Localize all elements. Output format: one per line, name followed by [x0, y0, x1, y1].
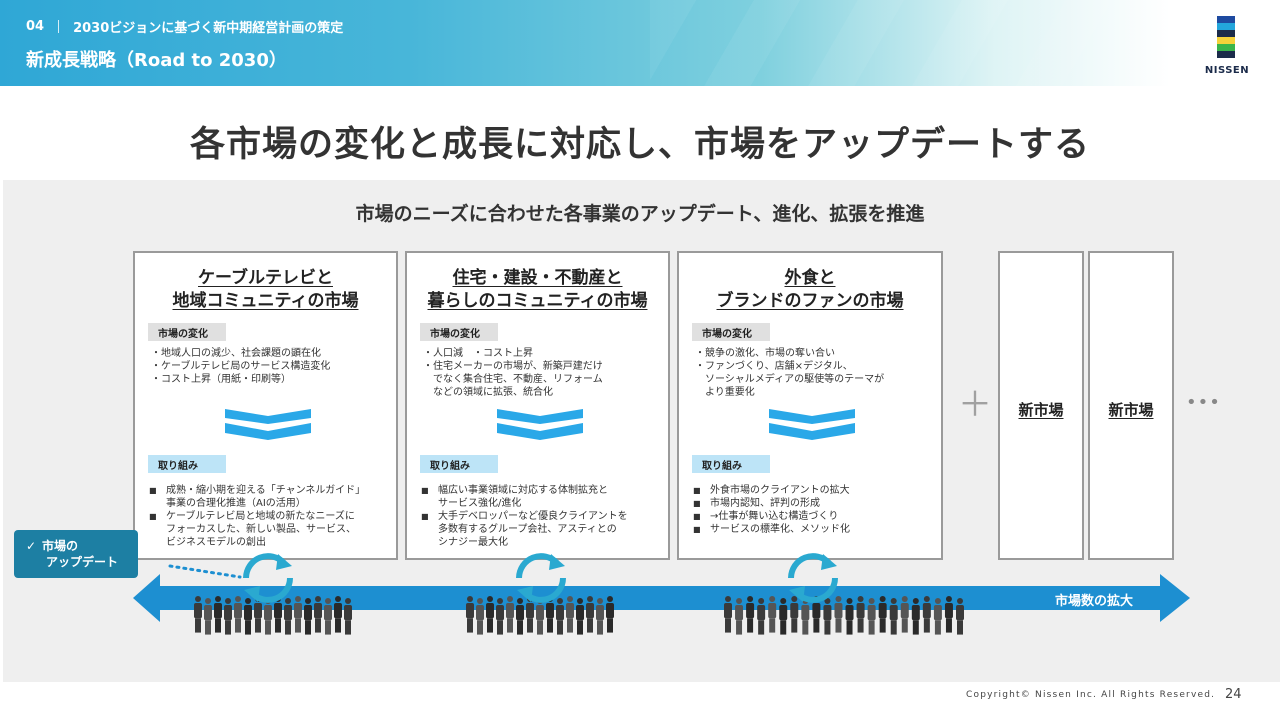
bullet-icon: ■ [693, 512, 701, 521]
ellipsis-icon: ••• [1186, 392, 1221, 413]
market-change-label: 市場の変化 [692, 323, 770, 341]
effort-item: ■ 大手デベロッパーなど優良クライアントを 多数有するグループ会社、アスティとの … [421, 510, 628, 549]
market-change-label: 市場の変化 [148, 323, 226, 341]
chevron-down-icon [769, 409, 855, 440]
new-market-label: 新市場 [1018, 401, 1064, 419]
effort-item: ■ 成熟・縮小期を迎える「チャンネルガイド」 事業の合理化推進（AIの活用） [149, 484, 365, 510]
card-title: 住宅・建設・不動産と 暮らしのコミュニティの市場 [407, 267, 668, 313]
plus-icon: ＋ [958, 385, 992, 425]
badge-line: 市場の [42, 539, 79, 553]
effort-text: 外食市場のクライアントの拡大 [710, 485, 850, 496]
effort-item: ■ 幅広い事業領域に対応する体制拡充と サービス強化/進化 [421, 484, 628, 510]
effort-item: ■ 外食市場のクライアントの拡大 [693, 484, 850, 497]
logo-wordmark: NISSEN [1204, 65, 1250, 76]
effort-list: ■ 外食市場のクライアントの拡大 ■ 市場内認知、評判の形成 ■ →仕事が舞い込む構造… [693, 484, 850, 536]
card-title-line: 暮らしのコミュニティの市場 [427, 291, 648, 311]
section-title: 2030ビジョンに基づく新中期経営計画の策定 [73, 21, 344, 36]
logo-bar [1217, 16, 1235, 23]
arrow-label: 市場数の拡大 [1055, 594, 1134, 609]
page-title: 新成長戦略（Road to 2030） [26, 50, 287, 71]
card-title-line: 住宅・建設・不動産と [452, 268, 623, 288]
market-card-housing: 住宅・建設・不動産と 暮らしのコミュニティの市場 市場の変化 ・人口減 ・コスト… [405, 251, 670, 560]
logo-bar [1217, 44, 1235, 51]
bullet-icon: ■ [149, 486, 157, 495]
market-update-badge: ✓ 市場の アップデート [14, 530, 138, 578]
chevron-down-icon [497, 409, 583, 440]
card-title: 外食と ブランドのファンの市場 [679, 267, 941, 313]
effort-text: →仕事が舞い込む構造づくり [710, 511, 839, 522]
nissen-logo: NISSEN [1202, 16, 1252, 88]
section-heading: 04 2030ビジョンに基づく新中期経営計画の策定 [26, 17, 343, 36]
effort-list: ■ 成熟・縮小期を迎える「チャンネルガイド」 事業の合理化推進（AIの活用） ■ ケ… [149, 484, 365, 549]
effort-list: ■ 幅広い事業領域に対応する体制拡充と サービス強化/進化 ■ 大手デベロッパーなど… [421, 484, 628, 549]
bullet-icon: ■ [421, 512, 429, 521]
effort-label: 取り組み [420, 455, 498, 473]
badge-line: アップデート [46, 555, 119, 569]
effort-label: 取り組み [148, 455, 226, 473]
bullet-icon: ■ [421, 486, 429, 495]
logo-bar [1217, 23, 1235, 30]
effort-item: ■ サービスの標準化、メソッド化 [693, 523, 850, 536]
market-change-list: ・競争の激化、市場の奪い合い ・ファンづくり、店舗×デジタル、 ソーシャルメディ… [695, 348, 885, 398]
section-divider [58, 20, 60, 33]
market-change-list: ・地域人口の減少、社会課題の顕在化 ・ケーブルテレビ局のサービス構造変化 ・コス… [151, 348, 331, 385]
card-title-line: ケーブルテレビと [198, 268, 333, 288]
effort-label: 取り組み [692, 455, 770, 473]
logo-bar [1217, 37, 1235, 44]
logo-mark-icon [1217, 16, 1235, 58]
bullet-icon: ■ [693, 525, 701, 534]
section-number: 04 [26, 19, 45, 34]
panel-subtitle: 市場のニーズに合わせた各事業のアップデート、進化、拡張を推進 [355, 203, 925, 225]
new-market-box: 新市場 [1088, 251, 1174, 560]
bullet-icon: ■ [693, 499, 701, 508]
card-title-line: 外食と [784, 268, 836, 288]
copyright: Copyright© Nissen Inc. All Rights Reserv… [966, 690, 1216, 700]
market-change-list: ・人口減 ・コスト上昇 ・住宅メーカーの市場が、新築戸建だけ でなく集合住宅、不… [423, 348, 603, 398]
logo-bar [1217, 51, 1235, 58]
bullet-icon: ■ [693, 486, 701, 495]
page-number: 24 [1225, 687, 1242, 702]
market-change-label: 市場の変化 [420, 323, 498, 341]
effort-text: サービスの標準化、メソッド化 [710, 524, 850, 535]
market-card-cable-tv: ケーブルテレビと 地域コミュニティの市場 市場の変化 ・地域人口の減少、社会課題… [133, 251, 398, 560]
header-band: 04 2030ビジョンに基づく新中期経営計画の策定 新成長戦略（Road to … [0, 0, 1170, 86]
effort-item: ■ ケーブルテレビ局と地域の新たなニーズに フォーカスした、新しい製品、サービス、… [149, 510, 365, 549]
effort-item: ■ →仕事が舞い込む構造づくり [693, 510, 850, 523]
new-market-box: 新市場 [998, 251, 1084, 560]
card-title-line: 地域コミュニティの市場 [172, 291, 359, 311]
effort-text: 市場内認知、評判の形成 [710, 498, 820, 509]
market-card-restaurant: 外食と ブランドのファンの市場 市場の変化 ・競争の激化、市場の奪い合い ・ファ… [677, 251, 943, 560]
card-title: ケーブルテレビと 地域コミュニティの市場 [135, 267, 396, 313]
headline: 各市場の変化と成長に対応し、市場をアップデートする [189, 125, 1090, 165]
new-market-label: 新市場 [1108, 401, 1154, 419]
chevron-down-icon [225, 409, 311, 440]
effort-text: 大手デベロッパーなど優良クライアントを 多数有するグループ会社、アスティとの シ… [438, 511, 628, 548]
check-icon: ✓ [26, 539, 37, 553]
effort-item: ■ 市場内認知、評判の形成 [693, 497, 850, 510]
effort-text: ケーブルテレビ局と地域の新たなニーズに フォーカスした、新しい製品、サービス、 … [166, 511, 356, 548]
card-title-line: ブランドのファンの市場 [716, 291, 904, 311]
effort-text: 成熟・縮小期を迎える「チャンネルガイド」 事業の合理化推進（AIの活用） [166, 485, 366, 509]
logo-bar [1217, 30, 1235, 37]
bullet-icon: ■ [149, 512, 157, 521]
effort-text: 幅広い事業領域に対応する体制拡充と サービス強化/進化 [438, 485, 608, 509]
